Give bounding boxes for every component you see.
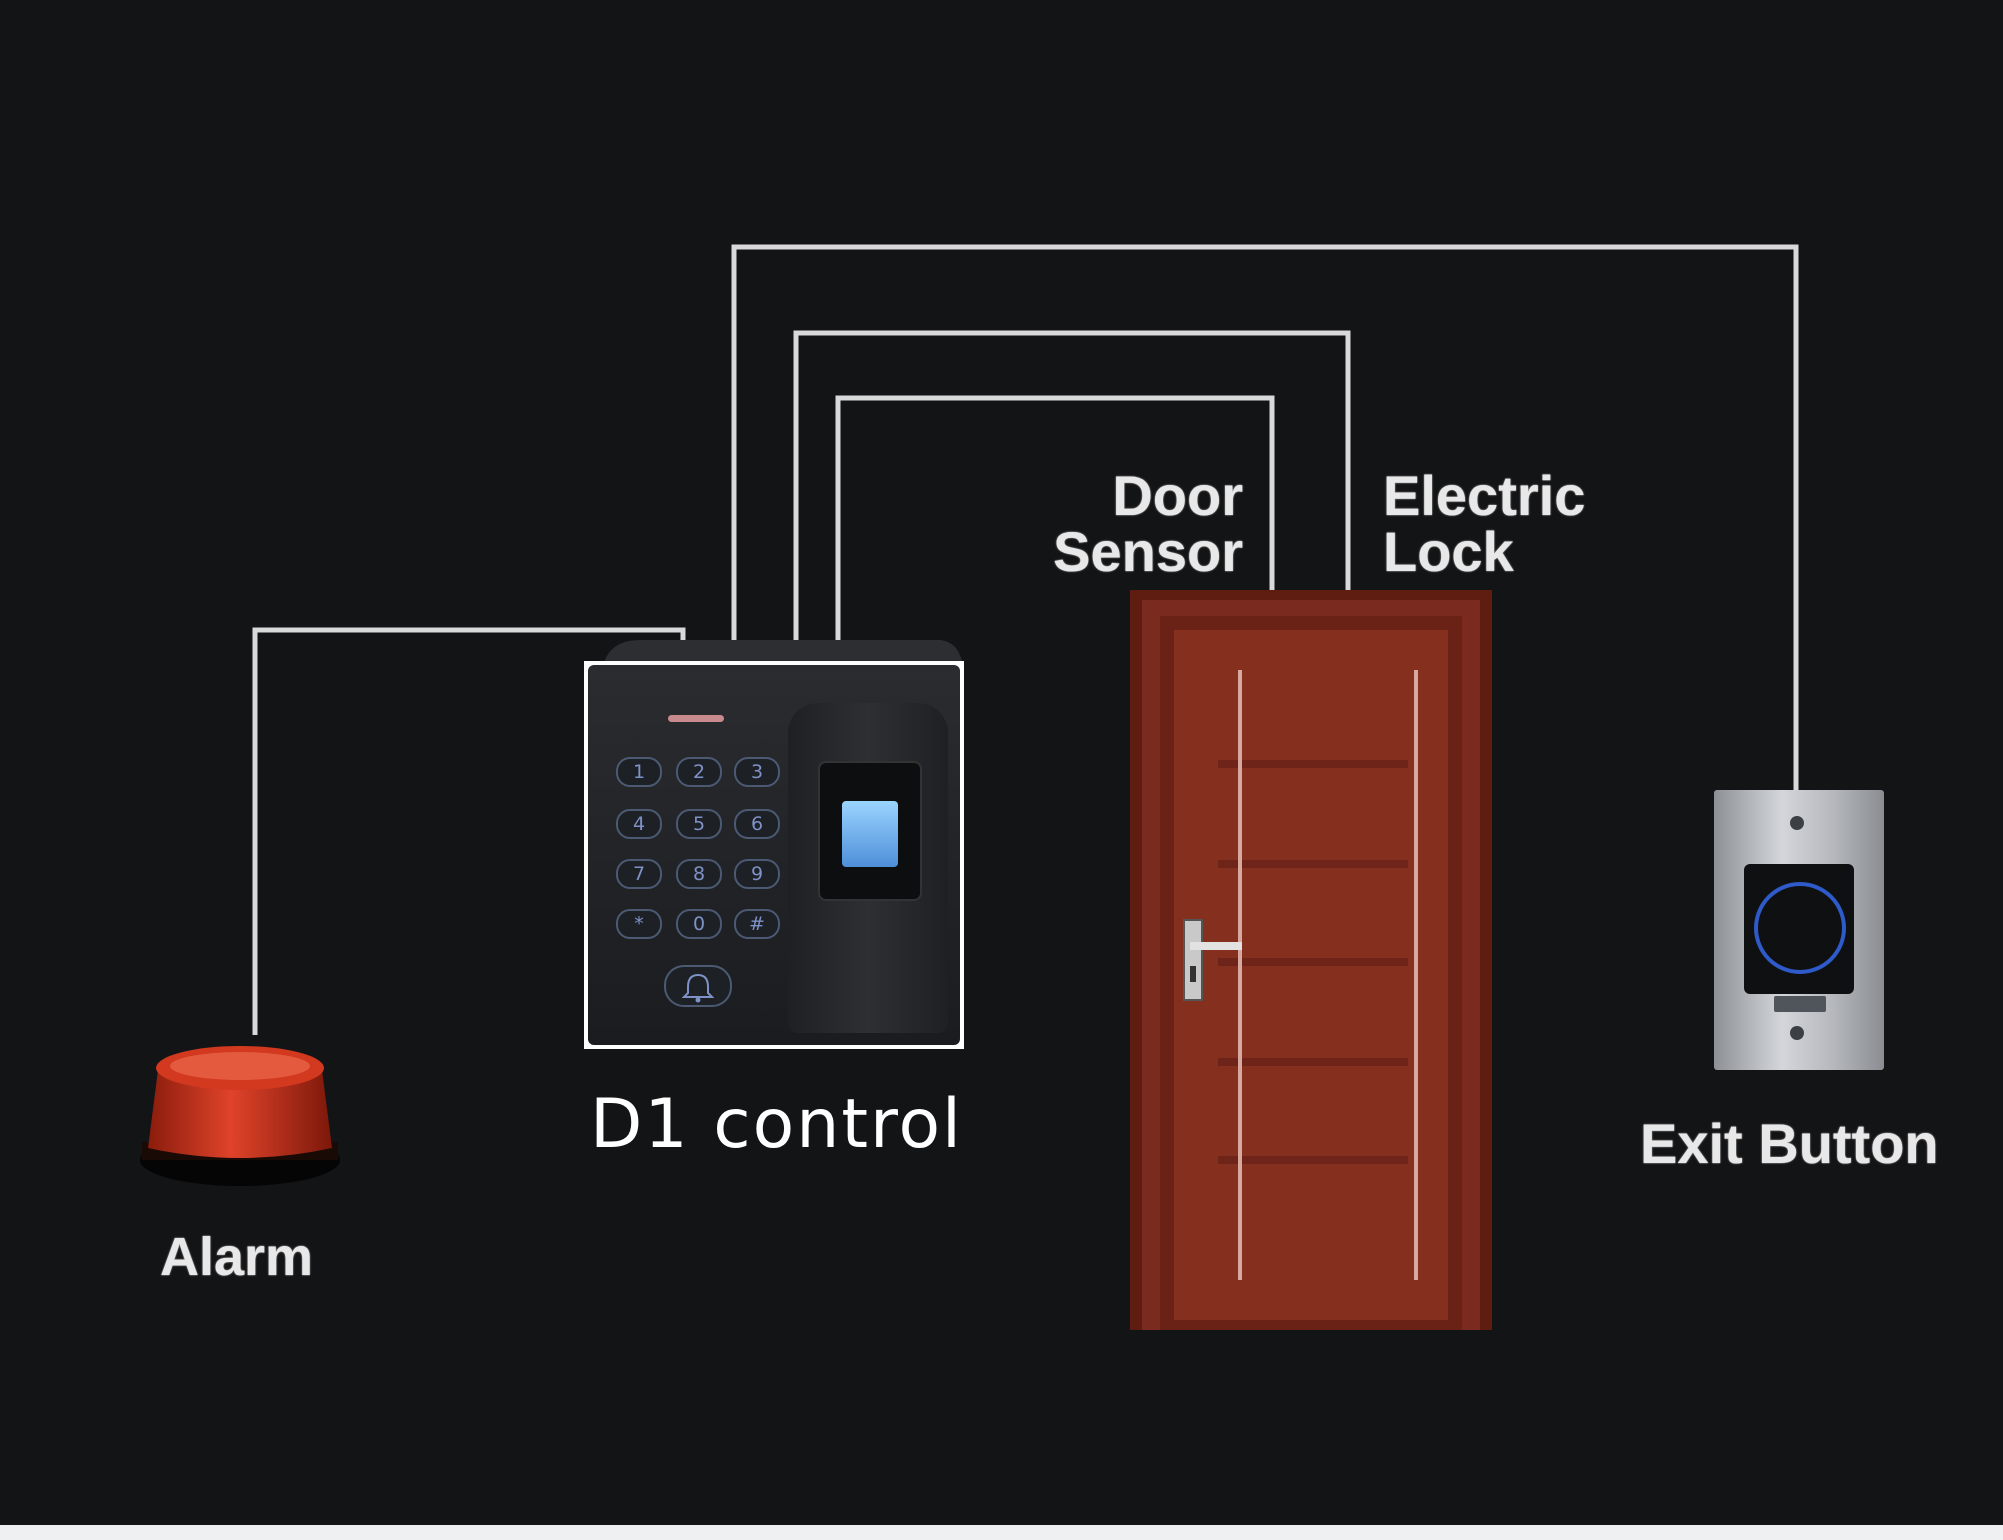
door-sensor-label: Door Sensor [1053,464,1243,583]
fingerprint-well [818,761,922,901]
keypad-key[interactable]: 2 [676,757,722,787]
keypad-key[interactable]: 0 [676,909,722,939]
controller-label: D1 control [590,1085,963,1164]
wire-electric-lock [793,330,1351,640]
bell-icon [681,973,715,1003]
keypad-key[interactable]: 4 [616,809,662,839]
screw-icon [1790,1026,1804,1040]
keypad-key[interactable]: 8 [676,859,722,889]
screw-icon [1790,816,1804,830]
exit-button-label: Exit Button [1640,1112,1939,1175]
wire-alarm [252,627,686,1035]
fingerprint-housing [788,703,948,1033]
doorbell-key[interactable] [664,965,732,1007]
fingerprint-sensor-icon [842,801,898,867]
touch-ring-icon [1754,882,1846,974]
status-led [668,715,724,722]
controller-top-edge [604,640,962,662]
door-handle-icon [1183,919,1242,1001]
alarm-strobe-icon [140,1046,340,1186]
bottom-border [0,1525,2003,1540]
electric-lock-label: Electric Lock [1383,464,1586,583]
exit-engraving [1774,996,1826,1012]
keypad-key[interactable]: 6 [734,809,780,839]
keypad-key[interactable]: 7 [616,859,662,889]
keypad-key[interactable]: 1 [616,757,662,787]
keypad-key[interactable]: # [734,909,780,939]
alarm-label: Alarm [160,1227,314,1287]
keypad-key[interactable]: 5 [676,809,722,839]
wire-door-sensor [835,395,1275,640]
exit-touch-pad [1744,864,1854,994]
keypad-key[interactable]: 9 [734,859,780,889]
wire-exit-button [731,244,1799,790]
exit-button-device [1714,790,1884,1070]
door-illustration [1130,590,1492,1330]
keypad-key[interactable]: * [616,909,662,939]
keypad-key[interactable]: 3 [734,757,780,787]
